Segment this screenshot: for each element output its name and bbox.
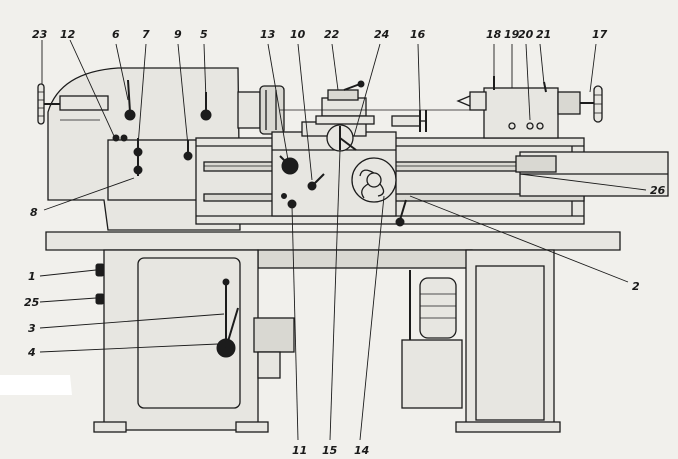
lever-10 (307, 173, 325, 191)
right-pedestal (455, 249, 561, 433)
callout-11: 11 (292, 444, 307, 457)
callout-26: 26 (650, 184, 666, 197)
motor-stand (401, 270, 463, 409)
callout-19: 19 (504, 28, 520, 41)
callout-14: 14 (354, 444, 369, 457)
spindle-chuck (237, 85, 285, 135)
callout-8: 8 (30, 206, 38, 219)
callout-1: 1 (28, 270, 36, 283)
callout-23: 23 (32, 28, 48, 41)
handwheel-23 (37, 83, 109, 125)
callout-10: 10 (290, 28, 306, 41)
callout-4: 4 (27, 346, 36, 359)
callout-7: 7 (142, 28, 150, 41)
rear-rail (515, 151, 669, 197)
callout-2: 2 (632, 280, 640, 293)
callout-24: 24 (374, 28, 389, 41)
lever-4 (216, 307, 239, 358)
apron-handwheel (351, 157, 397, 203)
callout-25: 25 (24, 296, 40, 309)
left-pedestal (93, 249, 295, 433)
tool-holder-16 (391, 110, 427, 132)
callout-3: 3 (28, 322, 36, 335)
switch-25 (95, 293, 105, 305)
tool-post (315, 80, 375, 125)
callout-9: 9 (174, 28, 182, 41)
torn-margin (0, 375, 72, 395)
callout-20: 20 (518, 28, 534, 41)
leader-lines (39, 39, 647, 441)
callout-13: 13 (260, 28, 276, 41)
callout-5: 5 (200, 28, 208, 41)
callout-15: 15 (322, 444, 338, 457)
callout-18: 18 (486, 28, 502, 41)
callout-6: 6 (112, 28, 120, 41)
lever-3 (222, 278, 230, 340)
callout-17: 17 (592, 28, 608, 41)
lever-6 (124, 79, 136, 121)
callout-22: 22 (324, 28, 340, 41)
chip-tray (45, 231, 621, 269)
lever-9 (183, 140, 193, 161)
callout-21: 21 (536, 28, 551, 41)
tailstock-handwheel-17 (593, 85, 603, 123)
callout-labels: 23 12 6 7 9 5 13 10 22 24 16 18 19 20 21… (24, 28, 666, 457)
lever-13 (279, 155, 299, 175)
callout-12: 12 (60, 28, 76, 41)
lever-2 (395, 199, 407, 227)
callout-16: 16 (410, 28, 426, 41)
switch-1 (95, 263, 105, 277)
lever-12 (112, 134, 128, 142)
